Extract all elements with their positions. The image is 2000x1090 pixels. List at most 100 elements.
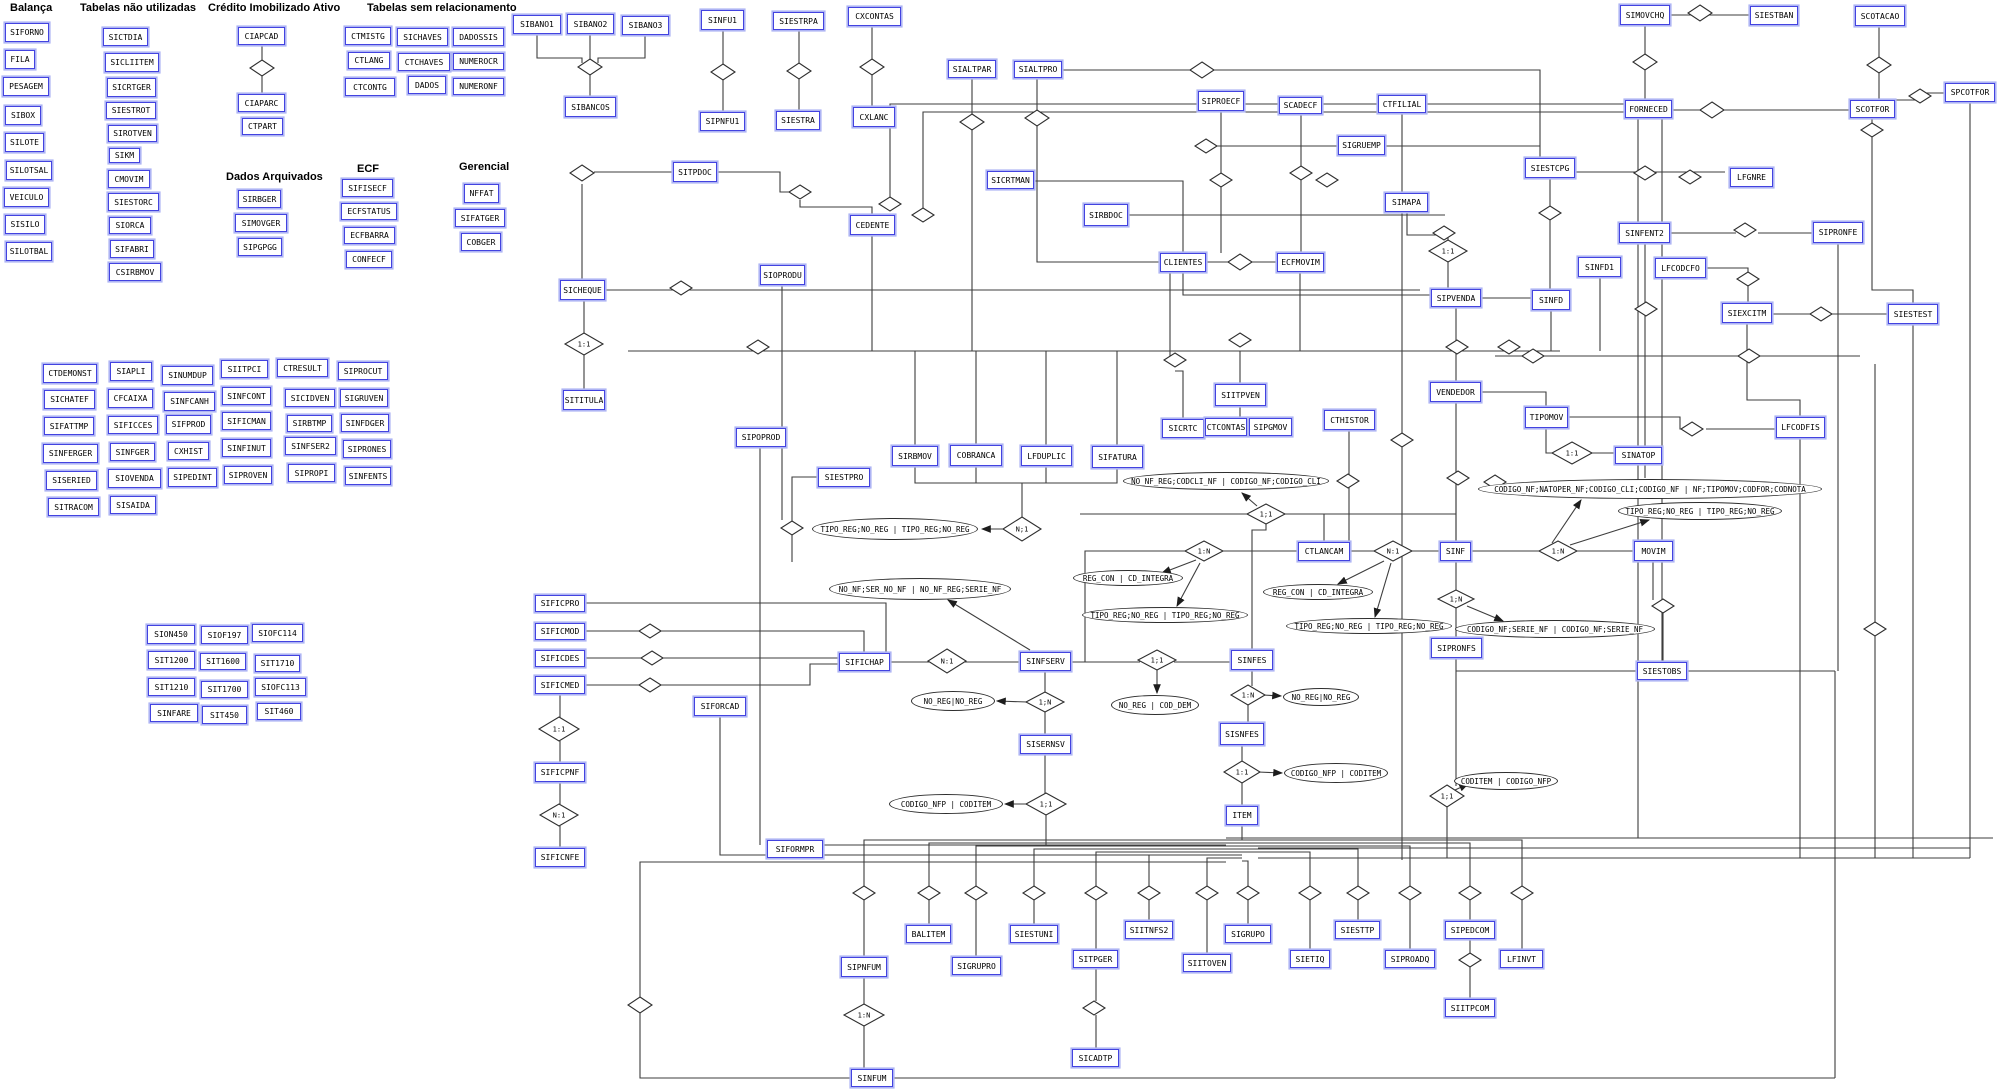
relationship-diamond[interactable] — [1136, 885, 1162, 901]
entity-siprones[interactable]: SIPRONES — [343, 440, 391, 458]
relationship-diamond[interactable] — [627, 996, 653, 1014]
entity-nffat[interactable]: NFFAT — [464, 184, 499, 203]
relationship-diamond[interactable]: 1;N — [1024, 691, 1066, 713]
entity-sicrtc[interactable]: SICRTC — [1162, 419, 1204, 438]
entity-sirbger[interactable]: SIRBGER — [238, 190, 281, 208]
relationship-diamond[interactable] — [1227, 253, 1253, 271]
relationship-diamond[interactable] — [1397, 885, 1423, 901]
entity-siforcad[interactable]: SIFORCAD — [694, 697, 746, 716]
attribute-ellipse[interactable]: CODIGO_NFP | CODITEM — [1284, 763, 1388, 783]
entity-cxcontas[interactable]: CXCONTAS — [848, 7, 901, 26]
entity-sifatger[interactable]: SIFATGER — [455, 209, 505, 227]
relationship-diamond[interactable] — [916, 885, 942, 901]
entity-sitracom[interactable]: SITRACOM — [48, 498, 99, 516]
relationship-diamond[interactable] — [1457, 885, 1483, 901]
entity-sicrtger[interactable]: SICRTGER — [107, 78, 156, 97]
relationship-diamond[interactable] — [1335, 473, 1361, 489]
entity-item[interactable]: ITEM — [1226, 806, 1258, 825]
entity-siitpcom[interactable]: SIITPCOM — [1445, 999, 1495, 1017]
relationship-diamond[interactable] — [577, 58, 603, 76]
entity-sinfare[interactable]: SINFARE — [150, 704, 198, 722]
relationship-diamond[interactable] — [1699, 101, 1725, 119]
entity-siof197[interactable]: SIOF197 — [201, 626, 248, 644]
relationship-diamond[interactable] — [877, 196, 903, 212]
relationship-diamond[interactable] — [1735, 271, 1761, 287]
relationship-diamond[interactable] — [1632, 165, 1658, 181]
relationship-diamond[interactable] — [1345, 885, 1371, 901]
entity-sificpnf[interactable]: SIFICPNF — [535, 763, 585, 782]
entity-sipnfum[interactable]: SIPNFUM — [841, 957, 887, 977]
entity-sikm[interactable]: SIKM — [109, 148, 140, 163]
entity-sificdes[interactable]: SIFICDES — [535, 650, 585, 667]
entity-sinfcont[interactable]: SINFCONT — [222, 387, 271, 405]
entity-sinfd1[interactable]: SINFD1 — [1578, 257, 1621, 277]
entity-sisnfes[interactable]: SISNFES — [1220, 723, 1264, 745]
relationship-diamond[interactable]: 1:1 — [1222, 760, 1262, 784]
entity-sinfd[interactable]: SINFD — [1532, 290, 1570, 310]
entity-siformpr[interactable]: SIFORMPR — [767, 840, 823, 858]
entity-ctdemonst[interactable]: CTDEMONST — [43, 364, 97, 383]
entity-siestpro[interactable]: SIESTPRO — [818, 468, 870, 487]
entity-siestban[interactable]: SIESTBAN — [1750, 6, 1798, 25]
entity-siestobs[interactable]: SIESTOBS — [1637, 662, 1687, 680]
entity-sipoprod[interactable]: SIPOPROD — [736, 428, 786, 447]
entity-sinfser2[interactable]: SINFSER2 — [285, 437, 336, 455]
entity-sinfent2[interactable]: SINFENT2 — [1619, 223, 1670, 243]
entity-siovenda[interactable]: SIOVENDA — [108, 469, 161, 488]
relationship-diamond[interactable] — [1162, 352, 1188, 368]
entity-sificnfe[interactable]: SIFICNFE — [535, 848, 585, 867]
entity-sit1710[interactable]: SIT1710 — [255, 655, 300, 672]
relationship-diamond[interactable]: 1;N — [1436, 589, 1476, 609]
entity-siestrot[interactable]: SIESTROT — [106, 102, 156, 119]
relationship-diamond[interactable] — [637, 677, 663, 693]
entity-spcotfor[interactable]: SPCOTFOR — [1945, 83, 1995, 102]
entity-siitoven[interactable]: SIITOVEN — [1183, 954, 1231, 972]
entity-veiculo[interactable]: VEICULO — [4, 188, 49, 207]
entity-siapli[interactable]: SIAPLI — [110, 362, 152, 381]
attribute-ellipse[interactable]: TIPO_REG;NO_REG | TIPO_REG;NO_REG — [1618, 502, 1782, 520]
attribute-ellipse[interactable]: NO_REG|NO_REG — [1283, 688, 1359, 706]
entity-sit1210[interactable]: SIT1210 — [148, 678, 195, 696]
entity-cmovim[interactable]: CMOVIM — [108, 170, 150, 188]
relationship-diamond[interactable]: N:1 — [1372, 540, 1414, 562]
relationship-diamond[interactable]: 1;1 — [1136, 649, 1178, 671]
relationship-diamond[interactable] — [1496, 339, 1522, 355]
entity-sibano3[interactable]: SIBANO3 — [622, 16, 669, 35]
entity-confecf[interactable]: CONFECF — [346, 251, 392, 268]
entity-siitnfs2[interactable]: SIITNFS2 — [1125, 921, 1173, 939]
entity-sit460[interactable]: SIT460 — [257, 703, 301, 720]
relationship-diamond[interactable] — [249, 59, 275, 77]
relationship-diamond[interactable] — [639, 650, 665, 666]
relationship-diamond[interactable] — [1736, 348, 1762, 364]
relationship-diamond[interactable]: 1:N — [1229, 684, 1267, 706]
entity-siseried[interactable]: SISERIED — [46, 471, 97, 490]
entity-siexcitm[interactable]: SIEXCITM — [1722, 303, 1772, 323]
entity-dados[interactable]: DADOS — [408, 76, 446, 94]
relationship-diamond[interactable] — [569, 164, 595, 182]
entity-siestrpa[interactable]: SIESTRPA — [773, 12, 824, 30]
entity-forneced[interactable]: FORNECED — [1625, 100, 1672, 118]
entity-siproven[interactable]: SIPROVEN — [224, 466, 272, 484]
relationship-diamond[interactable] — [1021, 885, 1047, 901]
relationship-diamond[interactable] — [779, 520, 805, 536]
relationship-diamond[interactable] — [787, 184, 813, 200]
relationship-diamond[interactable] — [1862, 621, 1888, 637]
entity-lfduplic[interactable]: LFDUPLIC — [1021, 446, 1072, 466]
entity-sit450[interactable]: SIT450 — [202, 706, 247, 724]
relationship-diamond[interactable]: 1;1 — [1245, 503, 1287, 525]
entity-sigrupo[interactable]: SIGRUPO — [1225, 925, 1271, 943]
relationship-diamond[interactable]: 1:1 — [1427, 239, 1469, 263]
entity-cedente[interactable]: CEDENTE — [850, 215, 895, 235]
entity-ecfbarra[interactable]: ECFBARRA — [344, 227, 395, 244]
relationship-diamond[interactable] — [1537, 205, 1563, 221]
entity-sichaves[interactable]: SICHAVES — [397, 28, 448, 46]
entity-silotbal[interactable]: SILOTBAL — [6, 242, 52, 261]
entity-sifabri[interactable]: SIFABRI — [110, 240, 154, 258]
entity-sinfdger[interactable]: SINFDGER — [341, 414, 389, 432]
entity-simovger[interactable]: SIMOVGER — [235, 214, 287, 232]
entity-scotacao[interactable]: SCOTACAO — [1855, 6, 1905, 26]
entity-lfinvt[interactable]: LFINVT — [1500, 950, 1543, 968]
entity-siesttp[interactable]: SIESTTP — [1335, 921, 1380, 939]
entity-ctmistg[interactable]: CTMISTG — [345, 27, 391, 45]
entity-sititula[interactable]: SITITULA — [563, 390, 605, 410]
